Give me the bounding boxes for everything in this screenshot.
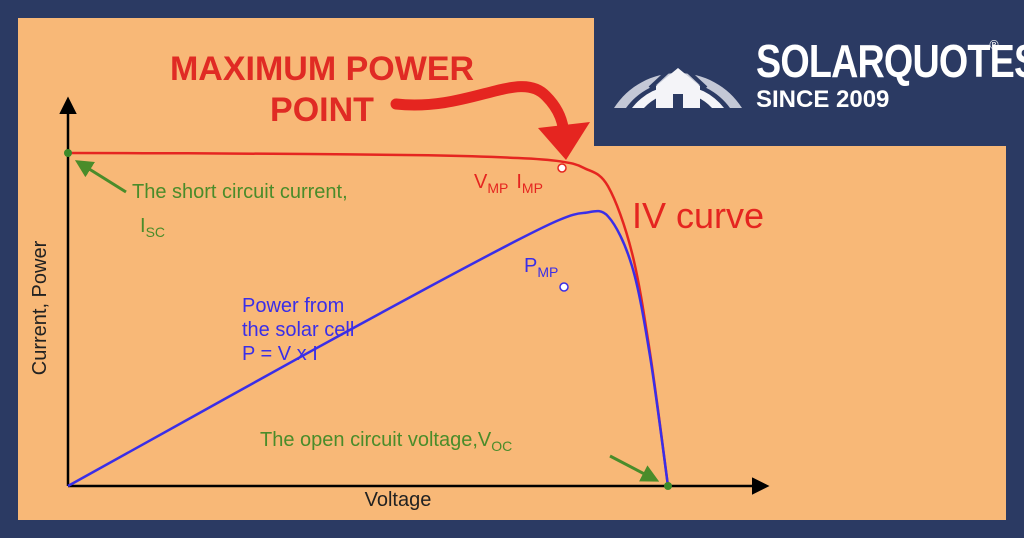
isc-subscript: SC bbox=[146, 224, 165, 240]
x-axis-label: Voltage bbox=[365, 489, 432, 511]
voc-annotation: The open circuit voltage,VOC bbox=[260, 429, 512, 454]
callout-line-2: POINT bbox=[270, 91, 374, 129]
pmp-symbol: P bbox=[524, 255, 537, 277]
power-annotation-line-3: P = V x I bbox=[242, 343, 318, 365]
voc-text: The open circuit voltage,V bbox=[260, 429, 492, 451]
power-curve-line bbox=[67, 209, 670, 488]
voc-pointer-arrow bbox=[609, 454, 660, 482]
brand-name: SOLARQUOTES bbox=[756, 35, 1024, 87]
pmp-subscript: MP bbox=[537, 264, 558, 280]
voc-subscript: OC bbox=[491, 438, 512, 454]
callout-arrow bbox=[390, 81, 570, 144]
iv-curve-line bbox=[67, 151, 670, 487]
isc-point bbox=[64, 149, 72, 157]
brand-registered-mark: ® bbox=[988, 38, 1000, 52]
isc-annotation-symbol: ISC bbox=[140, 215, 165, 240]
power-annotation: Power from the solar cell P = V x I bbox=[242, 295, 360, 365]
isc-symbol: I bbox=[140, 215, 146, 237]
vmp-subscript: MP bbox=[487, 180, 508, 196]
house-rainbow-icon bbox=[614, 59, 742, 108]
imp-point-marker bbox=[557, 163, 567, 173]
power-annotation-line-1: Power from bbox=[242, 295, 344, 317]
pmp-point-marker bbox=[559, 282, 569, 292]
voc-point bbox=[664, 482, 672, 490]
isc-pointer-arrow bbox=[74, 160, 127, 194]
isc-annotation-line-1: The short circuit current, bbox=[132, 181, 348, 203]
iv-curve-label: IV curve bbox=[632, 195, 764, 236]
power-annotation-line-2: the solar cell bbox=[242, 319, 354, 341]
imp-symbol: I bbox=[516, 171, 522, 193]
pmp-label: PMP bbox=[524, 255, 558, 280]
callout-line-1: MAXIMUM POWER bbox=[170, 50, 474, 88]
vmp-symbol: V bbox=[474, 171, 488, 193]
y-axis-label: Current, Power bbox=[29, 240, 51, 375]
imp-subscript: MP bbox=[522, 180, 543, 196]
brand-since: SINCE 2009 bbox=[756, 86, 890, 113]
callout-arrow-head bbox=[538, 122, 590, 160]
